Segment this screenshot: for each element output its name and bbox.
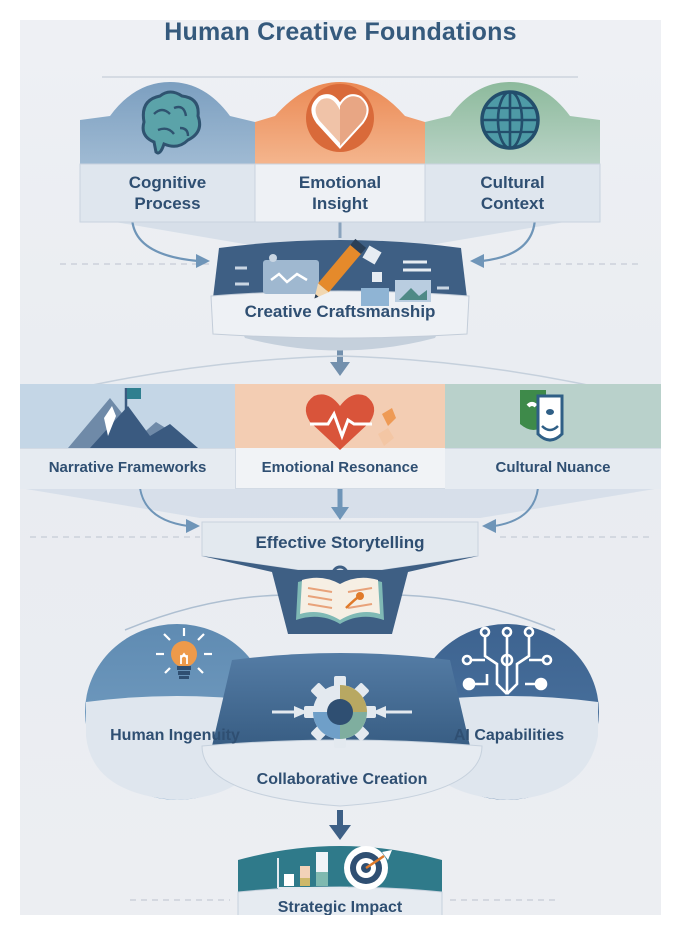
collaborative-creation-label: Collaborative Creation [256, 771, 428, 788]
arrowhead [470, 254, 484, 268]
foundation-cognitive-process: Cognitive Process [80, 172, 255, 215]
curved-arrow [130, 215, 199, 263]
title-divider [102, 76, 578, 78]
globe-icon [480, 90, 540, 150]
cultural-nuance-panel [445, 448, 661, 489]
theater-masks-icon [520, 390, 564, 442]
label-line: Context [480, 194, 545, 214]
collaboration-section: Human Ingenuity AI Capabilities Collabor… [82, 616, 602, 807]
arrowhead-right [294, 706, 308, 718]
impact-header [238, 846, 442, 892]
arc-line [389, 594, 556, 631]
arrowhead [482, 519, 496, 533]
lightbulb-icon [156, 628, 212, 679]
ai-capabilities-label: AI Capabilities [453, 727, 565, 744]
label-line: Cognitive [128, 173, 207, 192]
foundations-row: Cognitive Process Emotional Insight Cult… [79, 82, 601, 223]
heart-icon [306, 84, 374, 152]
narrative-panel [20, 448, 235, 489]
foundation-emotional-insight: Emotional Insight [255, 172, 425, 215]
curved-arrow [139, 487, 189, 527]
curved-arrow [481, 215, 537, 263]
heartbeat-icon [305, 394, 396, 450]
label-line: Insight [312, 194, 368, 214]
circuit-icon [461, 626, 553, 695]
arrowhead [330, 362, 350, 376]
strategic-impact-node: Strategic Impact [237, 838, 443, 915]
collaborative-creation-panel [201, 739, 483, 807]
element-cultural-nuance: Cultural Nuance [495, 459, 611, 476]
brain-icon [141, 90, 202, 155]
emotional-resonance-panel [235, 448, 447, 489]
chart-target-icon [277, 846, 392, 890]
storytelling-node: Effective Storytelling [201, 521, 479, 644]
gear-icon [304, 676, 376, 748]
pencil-design-tools-icon [235, 238, 449, 306]
open-book-icon [296, 565, 384, 624]
cultural-panel [424, 163, 601, 223]
craftsmanship-label: Creative Craftsmanship [244, 302, 436, 321]
arrowhead-left [372, 706, 386, 718]
storytelling-elements-row: Narrative Frameworks Emotional Resonance… [20, 384, 661, 490]
diagram-title: Human Creative Foundations [164, 20, 517, 46]
label-line: Cultural [480, 173, 545, 192]
arc-line [124, 594, 291, 631]
arrowhead [331, 507, 349, 520]
label-line: Emotional [298, 173, 382, 192]
diagram-canvas: Human Creative Foundations [20, 20, 661, 915]
emotional-panel [254, 163, 426, 223]
strategic-impact-label: Strategic Impact [277, 899, 403, 915]
element-emotional-resonance: Emotional Resonance [261, 459, 419, 476]
craftsmanship-node: Creative Craftsmanship [205, 238, 475, 351]
element-narrative-frameworks: Narrative Frameworks [48, 459, 207, 476]
arrowhead [329, 825, 351, 840]
storytelling-label: Effective Storytelling [255, 533, 425, 552]
human-ingenuity-label: Human Ingenuity [110, 727, 240, 744]
arrowhead [186, 519, 200, 533]
arrowhead [196, 254, 210, 268]
mountain-flag-icon [68, 388, 198, 448]
curved-arrow [493, 487, 539, 527]
label-line: Process [134, 194, 201, 214]
cognitive-panel [79, 163, 256, 223]
arc-line [59, 355, 621, 393]
foundation-cultural-context: Cultural Context [425, 172, 600, 215]
